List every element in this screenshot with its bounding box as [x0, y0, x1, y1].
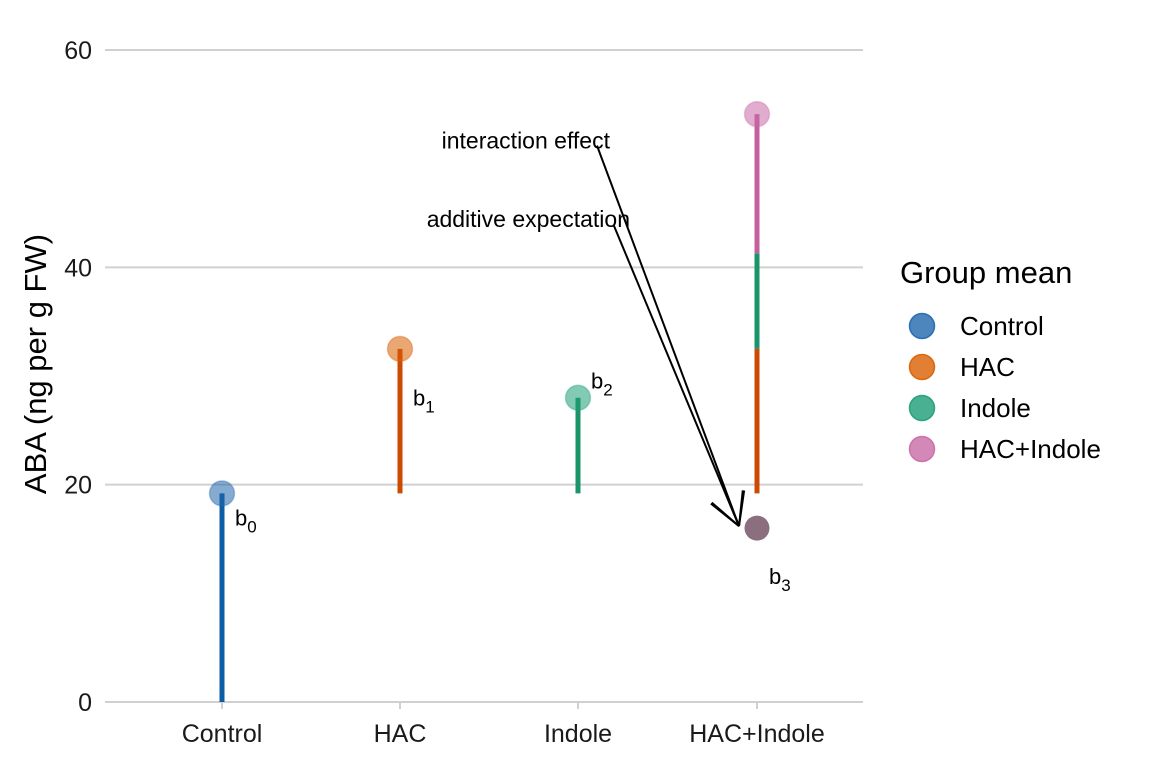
x-tick-label: HAC	[374, 720, 427, 748]
coefficient-label: b0	[235, 505, 257, 536]
legend-label: HAC+Indole	[960, 434, 1101, 464]
coefficient-label: b1	[413, 386, 435, 417]
x-tick-label: Indole	[544, 720, 612, 748]
group-mean-point	[386, 335, 414, 363]
legend-label: Control	[960, 311, 1044, 341]
legend-key	[908, 312, 936, 340]
coefficient-base: b	[769, 564, 781, 589]
y-tick-label: 20	[64, 472, 92, 500]
legend-title: Group mean	[900, 255, 1072, 290]
coefficient-subscript: 2	[603, 380, 612, 399]
coefficient-label: b2	[591, 368, 613, 399]
arrow-head	[710, 502, 740, 527]
annotations: interaction effect additive expectation	[427, 128, 630, 232]
arrow-line	[613, 225, 740, 527]
y-tick-label: 60	[64, 37, 92, 65]
grid	[105, 49, 863, 703]
legend-key	[908, 435, 936, 463]
x-tick-label: Control	[182, 720, 263, 748]
coefficient-subscript: 1	[425, 398, 434, 417]
y-axis-title: ABA (ng per g FW)	[18, 234, 53, 494]
y-tick-label: 40	[64, 254, 92, 282]
arrow-head	[738, 490, 744, 527]
group-mean-point	[208, 480, 236, 507]
x-tick-labels: Control HAC Indole HAC+Indole	[182, 702, 825, 748]
group-mean-points	[208, 100, 771, 541]
legend-key	[908, 394, 936, 422]
annotation-arrows	[596, 145, 746, 527]
y-tick-labels: 0 20 40 60	[64, 37, 92, 717]
coefficient-subscript: 0	[247, 517, 256, 536]
legend-label: Indole	[960, 393, 1031, 423]
coefficient-base: b	[591, 368, 603, 393]
lollipop-segments	[219, 114, 760, 702]
annotation-label: interaction effect	[442, 128, 611, 154]
coefficient-base: b	[235, 505, 247, 530]
group-mean-point	[564, 384, 592, 411]
legend-label: HAC	[960, 352, 1015, 382]
x-tick-label: HAC+Indole	[689, 720, 825, 748]
arrow-line	[596, 145, 740, 527]
y-tick-label: 0	[78, 689, 92, 717]
coefficient-label: b3	[769, 564, 791, 595]
coefficient-base: b	[413, 386, 425, 411]
annotation-label: additive expectation	[427, 206, 630, 232]
group-mean-point	[743, 100, 771, 128]
coefficient-subscript: 3	[781, 576, 790, 595]
legend-key	[908, 353, 936, 381]
additive-expectation-point	[744, 515, 770, 541]
